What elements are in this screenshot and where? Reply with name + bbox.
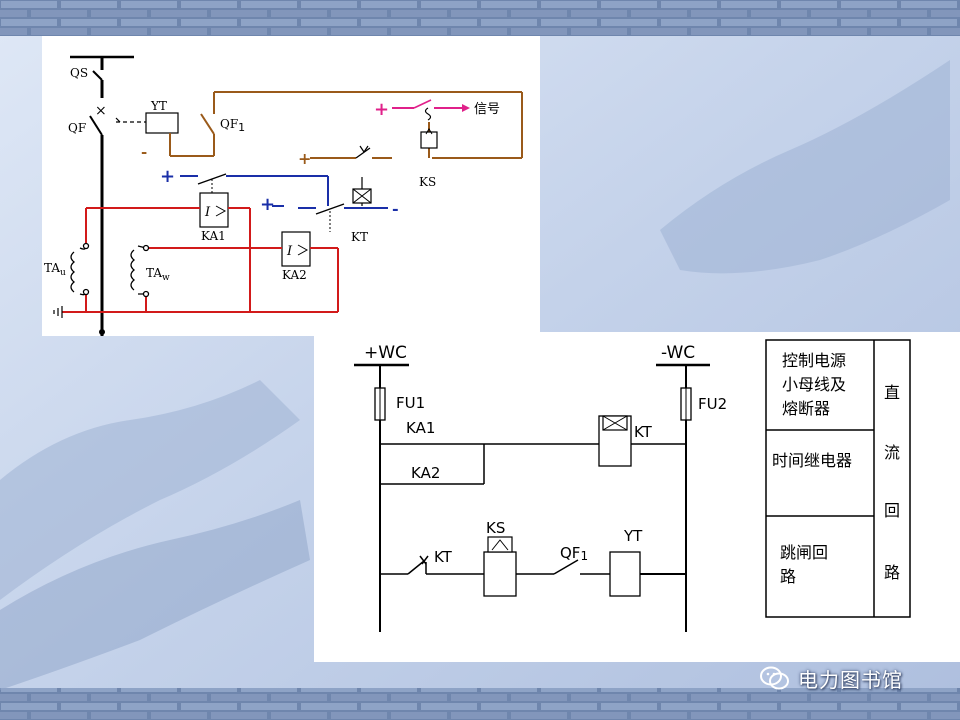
ka2-label: KA2: [411, 464, 440, 482]
table-side-char-3: 回: [884, 501, 900, 520]
ks-relay: [420, 131, 438, 149]
qs-label: QS: [70, 66, 88, 80]
minus-wc-label: -WC: [661, 343, 695, 363]
yt-coil: [145, 112, 179, 134]
great-wall-decoration-lower: [0, 500, 310, 690]
fu1-label: FU1: [396, 394, 425, 412]
qf1-contact: [553, 559, 579, 575]
table-row-2-line-1: 时间继电器: [772, 451, 852, 470]
kt-coil-label: KT: [634, 423, 653, 441]
kt-delay-contact: [407, 555, 429, 575]
great-wall-decoration-left: [0, 380, 300, 600]
ta-w-current-transformer: [130, 244, 150, 298]
plus-wc-label: +WC: [364, 343, 407, 363]
blue-plus-sign-1: +: [160, 166, 175, 187]
table-side-char-4: 路: [884, 563, 900, 582]
protection-circuit-diagram: QS × QF YT QF1 - + KS + 信号: [42, 36, 540, 336]
signal-plus-sign: +: [374, 99, 389, 120]
ta-w-label: TAw: [146, 266, 170, 283]
ground-symbol: [53, 306, 63, 318]
brown-plus-sign: +: [298, 149, 311, 168]
table-row-1-line-2: 小母线及: [782, 375, 846, 394]
blue-minus-sign: -: [392, 199, 399, 218]
brick-border-top: [0, 0, 960, 36]
kt-label: KT: [351, 230, 368, 244]
ks-relay: [483, 551, 517, 597]
watermark-text: 电力图书馆: [798, 667, 903, 692]
kt-contact-label: KT: [434, 548, 453, 566]
yt-label: YT: [623, 527, 643, 545]
table-side-char-1: 直: [884, 383, 900, 402]
table-row-1-line-1: 控制电源: [782, 351, 846, 370]
svg-text:I: I: [204, 205, 211, 220]
qf-label: QF: [68, 121, 86, 135]
qf1-contact: [200, 113, 215, 135]
fu2-label: FU2: [698, 395, 727, 413]
yt-minus-sign: -: [141, 143, 147, 161]
kt-delay-contact: [355, 147, 371, 159]
great-wall-decoration-right: [660, 60, 950, 274]
dc-control-circuit-diagram: +WC -WC FU1 FU2 KA1 KA2 KT KT KS QF1 YT: [314, 332, 960, 662]
ks-label: KS: [419, 175, 436, 189]
ta-u-current-transformer: [70, 242, 90, 296]
ka1-label: KA1: [201, 229, 226, 243]
qf1-label: QF1: [560, 544, 588, 563]
table-row-1-line-3: 熔断器: [782, 399, 830, 418]
svg-text:I: I: [286, 244, 293, 259]
table-row-3-line-1: 跳闸回: [780, 543, 828, 562]
wechat-icon: [760, 666, 789, 690]
brick-border-bottom: [0, 688, 960, 720]
signal-label: 信号: [474, 102, 500, 117]
qf-switch-blade: [89, 115, 103, 136]
table-side-char-2: 流: [884, 443, 900, 462]
yt-coil: [609, 551, 641, 597]
qf-cross: ×: [95, 103, 107, 119]
blue-plus-sign-2: +: [260, 194, 275, 215]
qs-switch-blade: [92, 70, 103, 81]
yt-label: YT: [150, 99, 167, 113]
table-row-3-line-2: 路: [780, 567, 796, 586]
ka2-contact: [315, 203, 345, 215]
ta-u-label: TAu: [44, 261, 66, 278]
watermark: 电力图书馆: [760, 660, 960, 696]
ks-label: KS: [486, 519, 505, 537]
ks-contact: [413, 99, 432, 109]
ka2-label: KA2: [282, 268, 307, 282]
ka1-label: KA1: [406, 419, 435, 437]
circuit-legend-table: [765, 339, 911, 618]
qf1-label: QF1: [220, 117, 245, 134]
